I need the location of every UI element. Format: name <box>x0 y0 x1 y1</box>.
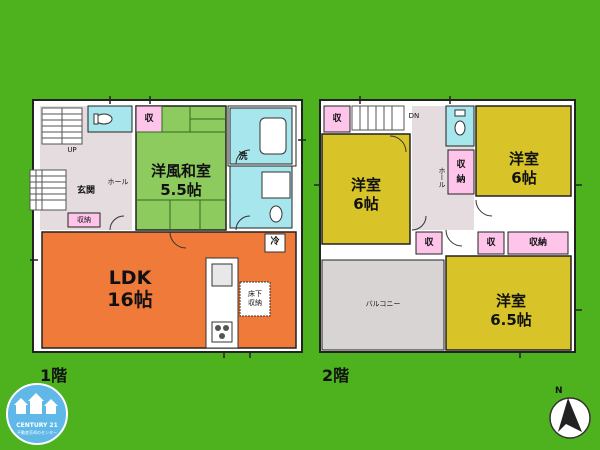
floor-2-bottom-room-name: 洋室 <box>495 292 526 310</box>
floor-2-stairs <box>351 105 405 131</box>
floor-2-right-room-size: 6帖 <box>511 169 537 187</box>
floor-2-storage-right-wide <box>507 231 569 255</box>
wash-label: 洗 <box>238 152 248 162</box>
floor-2-storage-left-small-label: 収 <box>424 238 434 248</box>
ldk-size: 16帖 <box>107 289 153 311</box>
floor-1-plan <box>29 96 306 358</box>
floor-1-fridge <box>264 233 286 253</box>
floor-2-left-room-name: 洋室 <box>350 176 381 194</box>
underfloor-storage-line1: 床下 <box>248 290 262 298</box>
floor-2-storage-top-label: 収 <box>332 114 342 124</box>
floor-2-storage-mid-label-2: 納 <box>456 175 466 185</box>
century21-logo-graphic <box>6 383 68 445</box>
floor-1-hall-label: ホール <box>107 178 129 186</box>
north-arrow: N <box>545 386 595 444</box>
dn-label: DN <box>408 112 420 120</box>
logo-brand-text: CENTURY 21 <box>16 422 58 429</box>
floor-1-underfloor-storage <box>239 281 271 317</box>
floor-2-storage-left-small <box>415 231 443 255</box>
floor-2-plan <box>314 96 582 358</box>
floor-2-storage-mid-label-1: 収 <box>456 160 466 170</box>
floor-2-room-left <box>321 133 411 245</box>
floor-1-stairs <box>41 107 83 145</box>
japanese-room-name: 洋風和室 <box>150 162 211 180</box>
floor-2-left-room-size: 6帖 <box>353 195 379 213</box>
floor-2-bottom-room-size: 6.5帖 <box>490 311 532 329</box>
up-label: UP <box>67 146 77 154</box>
north-label: N <box>555 386 563 396</box>
floor-2-balcony <box>321 259 445 351</box>
floor-2-storage-right-small <box>477 231 505 255</box>
floor-1-entrance-steps <box>29 169 67 211</box>
floor-2-hall-label: ホール <box>438 166 446 188</box>
floor-2-room-right <box>475 105 572 197</box>
floor-1-label: 1階 <box>40 366 68 385</box>
fridge-label: 冷 <box>270 237 280 247</box>
floor-2-storage-right-wide-label: 収納 <box>528 238 547 248</box>
floor-2-storage-mid <box>447 149 475 195</box>
ldk-name: LDK <box>108 267 152 289</box>
entrance-label: 玄関 <box>76 186 95 196</box>
floor-2-storage-top <box>323 105 351 133</box>
floor-2-label: 2階 <box>322 366 350 385</box>
floor-1-storage-top-label: 収 <box>144 114 154 124</box>
century21-logo: CENTURY 21 不動産売却のセンター <box>6 386 68 446</box>
north-arrow-graphic <box>549 397 591 439</box>
japanese-room-size: 5.5帖 <box>160 181 202 199</box>
floor-1-entrance-storage <box>67 212 101 228</box>
balcony-label: バルコニー <box>365 300 401 308</box>
entrance-storage-label: 収納 <box>77 216 91 224</box>
floor-2-storage-right-small-label: 収 <box>486 238 496 248</box>
logo-sub-text: 不動産売却のセンター <box>17 430 57 435</box>
underfloor-storage-line2: 収納 <box>248 299 262 307</box>
floor-2-right-room-name: 洋室 <box>508 150 539 168</box>
floor-2-room-bottom <box>445 255 572 351</box>
